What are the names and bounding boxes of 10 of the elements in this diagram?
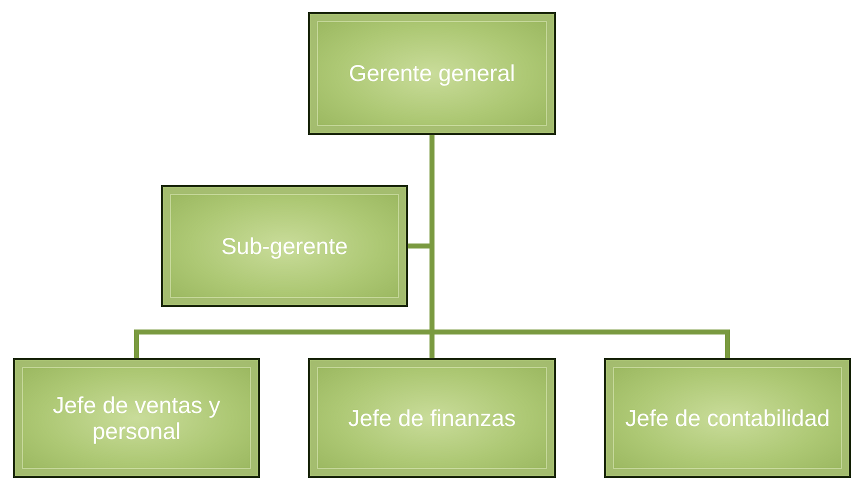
- org-box: [308, 358, 556, 478]
- org-box: [161, 185, 408, 307]
- org-box: [308, 12, 556, 135]
- position-title: Gerente general: [348, 60, 516, 87]
- org-box: [13, 358, 260, 478]
- position-title: Sub-gerente: [220, 232, 349, 260]
- position-title: Jefe de contabilidad: [624, 404, 831, 432]
- position-title: Jefe de finanzas: [347, 404, 517, 432]
- org-box: [604, 358, 851, 478]
- position-title: Jefe de ventas y personal: [52, 392, 222, 444]
